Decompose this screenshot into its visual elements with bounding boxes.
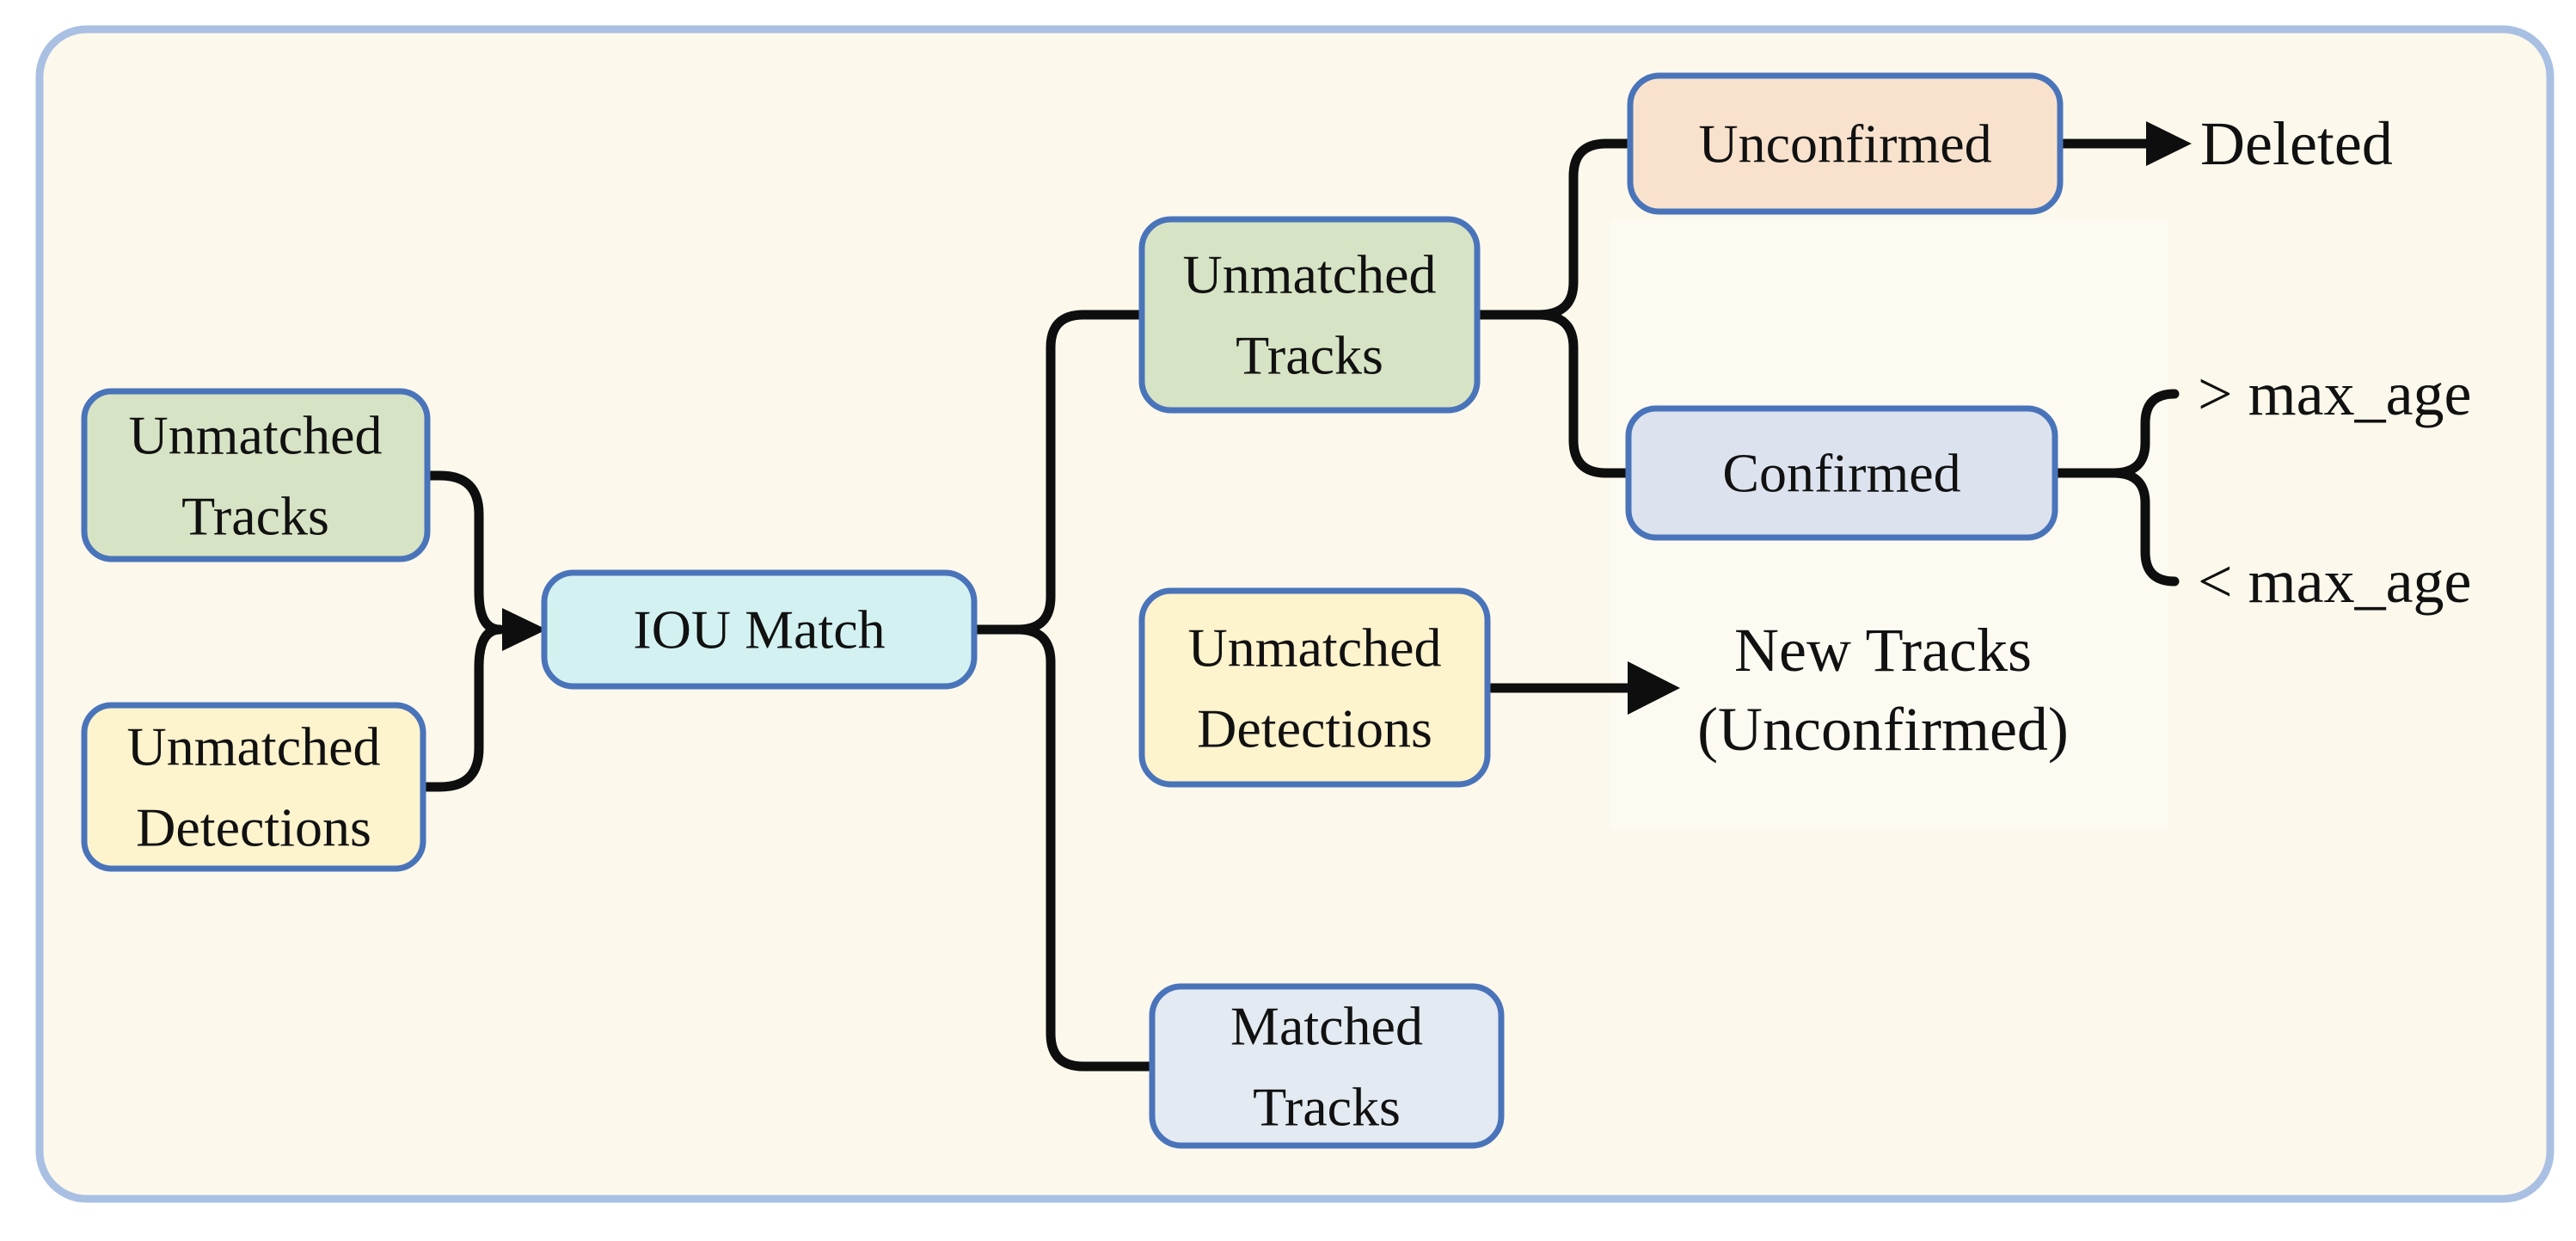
matched-tracks-box: [1149, 983, 1505, 1149]
iou-match-label: IOU Match: [633, 599, 885, 660]
gt-max-age-label: > max_age: [2198, 359, 2471, 428]
new-tracks-label-line2: (Unconfirmed): [1697, 695, 2069, 764]
right-unmatched-detections-label-line1: Unmatched: [1188, 617, 1442, 679]
right-unmatched-tracks-label-line2: Tracks: [1236, 325, 1383, 386]
unconfirmed-label: Unconfirmed: [1698, 114, 1991, 175]
confirmed-label: Confirmed: [1722, 443, 1960, 504]
arrowhead-deleted: [2146, 121, 2192, 166]
connectors: [418, 121, 2192, 1072]
new-tracks-label-line1: New Tracks: [1734, 616, 2032, 685]
connector-split-to-unconfirmed: [1533, 138, 1635, 320]
node-left-unmatched-detections: Unmatched Detections: [81, 702, 426, 872]
connector-left-detections-to-merge: [418, 624, 505, 792]
node-unconfirmed: Unconfirmed: [1627, 72, 2064, 215]
matched-tracks-label-line1: Matched: [1230, 996, 1423, 1057]
node-left-unmatched-tracks: Unmatched Tracks: [81, 388, 431, 562]
node-matched-tracks: Matched Tracks: [1149, 983, 1505, 1149]
arrowhead-new-tracks: [1628, 661, 1680, 715]
unconfirmed-box: [1627, 72, 2064, 215]
right-unmatched-tracks-box: [1138, 216, 1481, 414]
node-right-unmatched-tracks: Unmatched Tracks: [1138, 216, 1481, 414]
confirmed-box: [1625, 405, 2058, 541]
left-unmatched-detections-label-line2: Detections: [136, 797, 371, 858]
node-right-unmatched-detections: Unmatched Detections: [1138, 587, 1491, 788]
left-unmatched-detections-box: [81, 702, 426, 872]
connector-split-to-lt-max-age: [2108, 468, 2180, 587]
node-confirmed: Confirmed: [1625, 405, 2058, 541]
node-iou-match: IOU Match: [541, 569, 978, 690]
connector-split-to-confirmed: [1533, 310, 1634, 478]
arrowhead-into-iou-match: [502, 608, 547, 651]
connector-left-tracks-to-merge: [423, 470, 505, 635]
connector-split-to-unmatched-tracks: [1013, 310, 1147, 635]
matched-tracks-label-line2: Tracks: [1253, 1077, 1401, 1138]
right-unmatched-tracks-label-line1: Unmatched: [1183, 244, 1437, 305]
left-unmatched-tracks-label-line2: Tracks: [181, 486, 329, 547]
left-unmatched-tracks-label-line1: Unmatched: [129, 405, 383, 466]
left-unmatched-detections-label-line1: Unmatched: [127, 716, 381, 777]
right-unmatched-detections-box: [1138, 587, 1491, 788]
connector-split-to-matched-tracks: [1013, 624, 1157, 1072]
connector-split-to-gt-max-age: [2108, 389, 2180, 478]
left-unmatched-tracks-box: [81, 388, 431, 562]
deleted-label: Deleted: [2200, 109, 2393, 178]
lt-max-age-label: < max_age: [2198, 547, 2471, 616]
right-unmatched-detections-label-line2: Detections: [1197, 698, 1432, 759]
iou-match-box: [541, 569, 978, 690]
